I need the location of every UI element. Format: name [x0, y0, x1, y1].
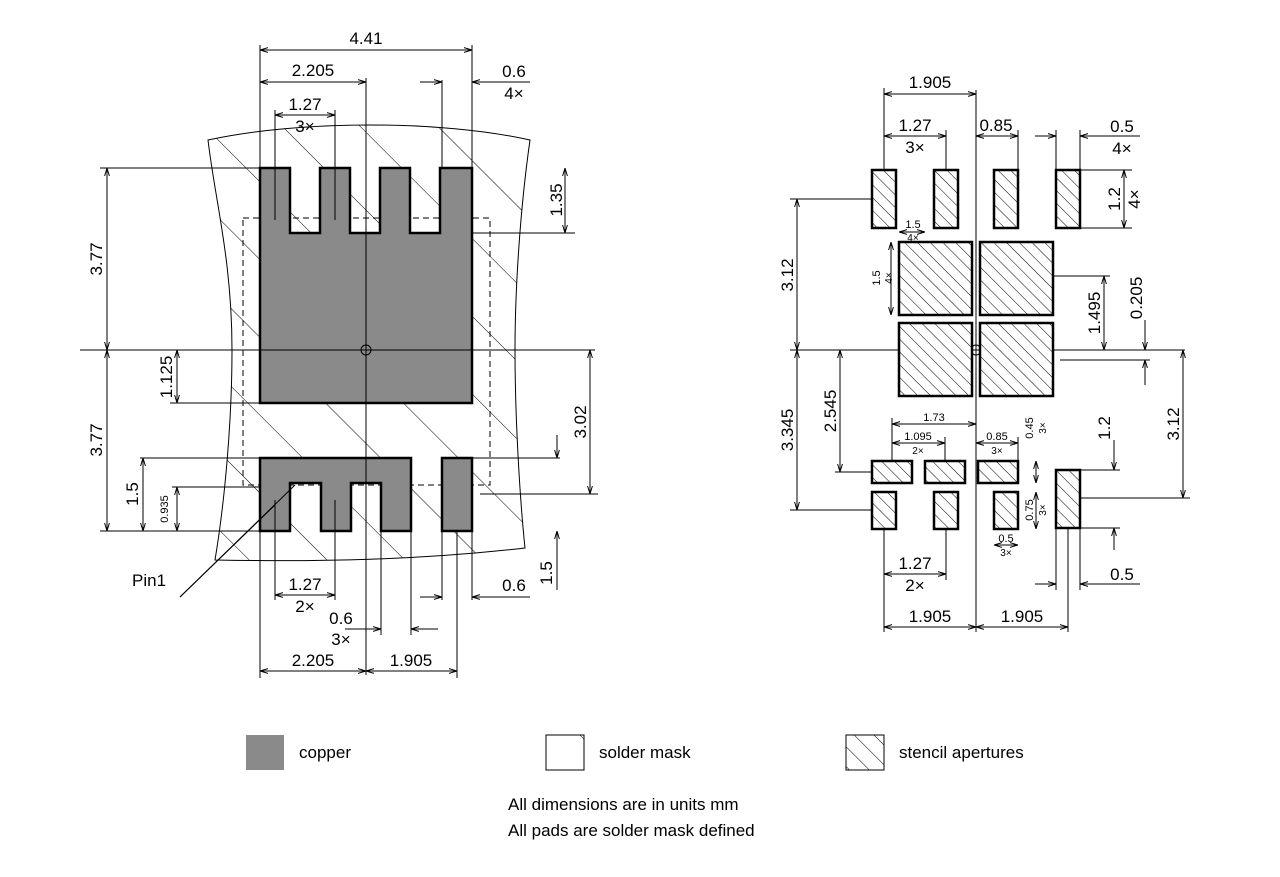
dim-slot-w: 0.6 — [329, 609, 353, 628]
dim-bottom-pitch: 1.27 — [288, 575, 321, 594]
dim-r-small-w3: 0.85 — [986, 431, 1007, 443]
legend-stencil-swatch — [845, 734, 885, 771]
dim-r-bottom-half-right: 1.905 — [1001, 607, 1044, 626]
dim-pad-width-count: 4× — [504, 84, 523, 103]
note-units: All dimensions are in units mm — [508, 795, 739, 814]
dim-r-sq-h: 1.5 — [871, 270, 883, 285]
copper-view: 4.41 2.205 0.6 4× 1.27 3× 3.77 3.77 1.12… — [80, 29, 598, 678]
dim-r-pad-h-count: 4× — [1125, 189, 1144, 208]
legend-copper-swatch — [246, 735, 284, 770]
dim-r-left-upper: 3.12 — [778, 258, 797, 291]
legend-copper-label: copper — [299, 743, 351, 762]
stencil-square-4 — [978, 321, 1055, 398]
dim-r-pad-h: 1.2 — [1105, 187, 1124, 211]
stencil-low-3 — [992, 490, 1020, 531]
stencil-square-2 — [978, 240, 1055, 317]
dim-r-small-w2: 1.095 — [904, 431, 932, 443]
dim-pitch-count: 3× — [295, 117, 314, 136]
dim-r-pad-h2-count: 3× — [1038, 504, 1049, 516]
dim-r-pitch-count: 3× — [905, 138, 924, 157]
dim-r-bottom-pad-w: 0.5 — [1110, 565, 1134, 584]
dim-left-lower: 3.77 — [87, 423, 106, 456]
stencil-low-1 — [870, 490, 898, 531]
stencil-square-3 — [897, 321, 974, 398]
dim-offset: 1.125 — [157, 356, 176, 399]
stencil-top-pad-3 — [992, 168, 1020, 230]
legend-solder-mask-swatch — [545, 734, 585, 771]
dim-r-sq-h-count: 4× — [884, 272, 895, 284]
dim-slot-count: 3× — [331, 630, 350, 649]
legend-solder-mask-label: solder mask — [599, 743, 691, 762]
dim-bottom-pad-w: 0.6 — [502, 576, 526, 595]
copper-pad-right — [440, 456, 474, 533]
dim-overall-width: 4.41 — [349, 29, 382, 48]
stencil-top-pad-1 — [870, 168, 898, 230]
dim-r-pad-w: 0.5 — [1110, 117, 1134, 136]
stencil-tall-right — [1054, 468, 1082, 530]
dim-pitch: 1.27 — [288, 95, 321, 114]
dim-r-left-lower: 3.345 — [778, 409, 797, 452]
dim-r-pad-h2: 0.75 — [1024, 499, 1036, 520]
dim-r-bottom-pitch-count: 2× — [905, 576, 924, 595]
dim-half-width: 2.205 — [292, 61, 335, 80]
dim-left-upper: 3.77 — [87, 242, 106, 275]
legend: copper solder mask stencil apertures — [246, 734, 1024, 771]
dim-r-pad-w-count: 4× — [1112, 139, 1131, 158]
dim-right-pad-h: 1.5 — [537, 561, 556, 585]
dim-r-pad-w2: 0.5 — [998, 533, 1013, 545]
dim-r-pitch: 1.27 — [898, 116, 931, 135]
stencil-small-1 — [870, 459, 914, 485]
dim-r-small-h-count: 3× — [1038, 422, 1049, 434]
dim-r-small-w1: 1.73 — [923, 412, 944, 424]
stencil-top-pad-2 — [932, 168, 960, 230]
dim-pad-inner: 0.935 — [159, 495, 171, 523]
dim-bottom-half-left: 2.205 — [292, 651, 335, 670]
legend-stencil-label: stencil apertures — [899, 743, 1024, 762]
dim-bottom-pitch-count: 2× — [295, 597, 314, 616]
dim-r-small-w3-count: 3× — [991, 446, 1003, 457]
dim-pad-width: 0.6 — [502, 62, 526, 81]
dim-r-left-mid: 2.545 — [821, 390, 840, 433]
dim-r-bottom-pitch: 1.27 — [898, 554, 931, 573]
dim-r-pad-w2-count: 3× — [1000, 548, 1012, 559]
dim-r-gap: 0.85 — [979, 116, 1012, 135]
stencil-small-2 — [923, 459, 967, 485]
dim-r-half: 1.905 — [909, 73, 952, 92]
stencil-top-pad-4 — [1054, 168, 1082, 230]
dim-bottom-half-right: 1.905 — [390, 651, 433, 670]
pin1-label: Pin1 — [132, 571, 166, 590]
dim-r-right-offset: 0.205 — [1127, 277, 1146, 320]
dim-r-small-h: 0.45 — [1024, 417, 1036, 438]
dim-span: 3.02 — [571, 405, 590, 438]
dim-r-sq-w: 1.5 — [905, 219, 920, 231]
note-pads: All pads are solder mask defined — [508, 821, 755, 840]
dim-r-small-w2-count: 2× — [912, 446, 924, 457]
stencil-view: 1.905 1.27 3× 0.85 0.5 4× 1.2 4× 1.5 4× … — [778, 73, 1190, 632]
dim-r-bottom-half-left: 1.905 — [909, 607, 952, 626]
notes: All dimensions are in units mm All pads … — [508, 795, 755, 840]
stencil-low-2 — [932, 490, 960, 531]
dim-r-sq-w-count: 4× — [907, 233, 919, 244]
stencil-square-1 — [897, 240, 974, 317]
dim-slot: 1.35 — [547, 183, 566, 216]
dim-pad-h: 1.5 — [123, 482, 142, 506]
stencil-small-3 — [976, 459, 1020, 485]
dim-r-right-lower: 3.12 — [1164, 407, 1183, 440]
dim-r-right-pad-h: 1.2 — [1095, 416, 1114, 440]
dim-r-right-upper: 1.495 — [1085, 292, 1104, 335]
